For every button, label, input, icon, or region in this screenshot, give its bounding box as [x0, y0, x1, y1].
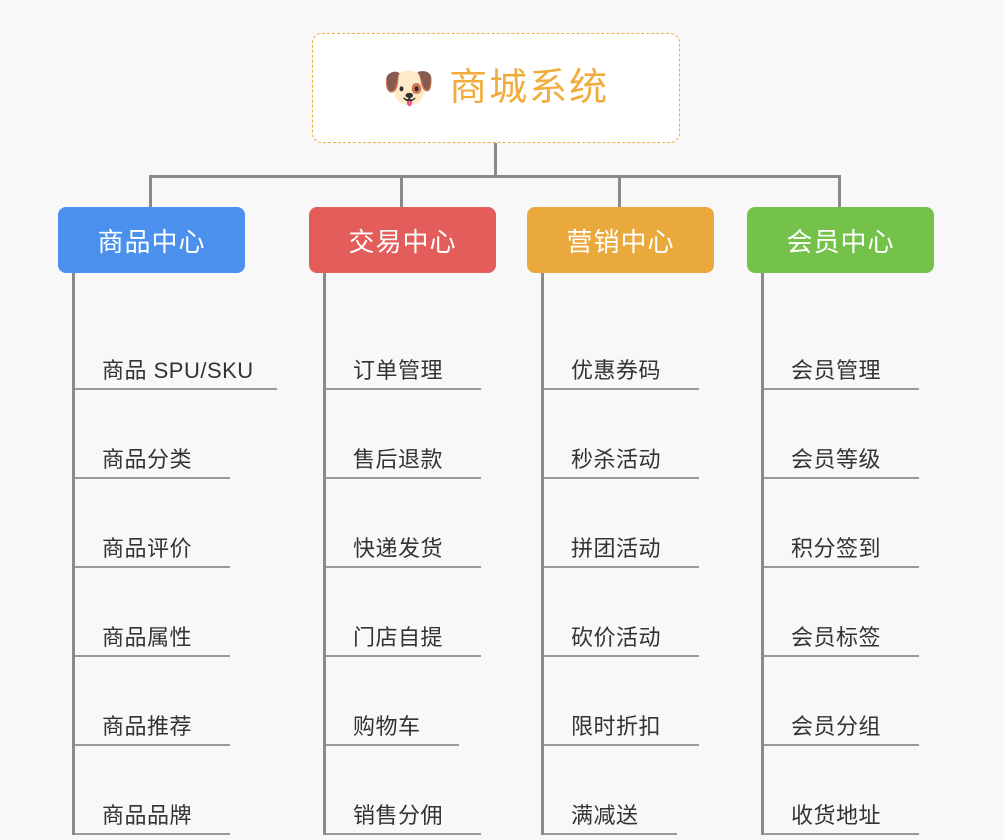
leaf-label: 商品评价	[102, 536, 193, 561]
leaf-label: 砍价活动	[571, 625, 662, 650]
leaf-list-marketing-center: 优惠券码秒杀活动拼团活动砍价活动限时折扣满减送	[541, 273, 827, 835]
leaf-label: 订单管理	[353, 358, 444, 383]
leaf-item[interactable]: 会员标签	[764, 568, 1004, 657]
leaf-label: 积分签到	[791, 536, 882, 561]
category-box-member-center[interactable]: 会员中心	[747, 207, 934, 273]
leaf-label: 商品 SPU/SKU	[102, 358, 254, 383]
category-box-product-center[interactable]: 商品中心	[58, 207, 245, 273]
leaf-label: 会员分组	[791, 714, 882, 739]
leaf-underline	[544, 388, 699, 390]
branch-product-center: 商品中心 商品 SPU/SKU 商品分类商品评价商品属性商品推荐商品品牌	[58, 207, 358, 835]
leaf-underline	[326, 833, 481, 835]
leaf-label: 收货地址	[791, 803, 882, 828]
leaf-underline	[75, 388, 277, 390]
leaf-label: 限时折扣	[571, 714, 662, 739]
root-node[interactable]: 🐶 商城系统	[312, 33, 680, 143]
leaf-item[interactable]: 商品 SPU/SKU	[75, 301, 358, 390]
leaf-item[interactable]: 购物车	[326, 657, 609, 746]
leaf-underline	[75, 744, 230, 746]
leaf-label: 商品品牌	[102, 803, 193, 828]
leaf-item[interactable]: 销售分佣	[326, 746, 609, 835]
shiba-dog-face-icon: 🐶	[382, 64, 436, 111]
leaf-underline	[326, 477, 481, 479]
leaf-underline	[544, 833, 677, 835]
branch-marketing-center: 营销中心 优惠券码秒杀活动拼团活动砍价活动限时折扣满减送	[527, 207, 827, 835]
connector-horizontal-bus	[149, 175, 841, 178]
leaf-item[interactable]: 商品评价	[75, 479, 358, 568]
leaf-underline	[544, 477, 699, 479]
leaf-label: 满减送	[571, 803, 639, 828]
leaf-label: 商品分类	[102, 447, 193, 472]
leaf-underline	[764, 566, 919, 568]
leaf-label: 优惠券码	[571, 358, 662, 383]
leaf-item[interactable]: 积分签到	[764, 479, 1004, 568]
leaf-item[interactable]: 快递发货	[326, 479, 609, 568]
leaf-item[interactable]: 限时折扣	[544, 657, 827, 746]
connector-root-stem	[494, 143, 497, 177]
category-box-marketing-center[interactable]: 营销中心	[527, 207, 714, 273]
category-box-trade-center[interactable]: 交易中心	[309, 207, 496, 273]
leaf-item[interactable]: 门店自提	[326, 568, 609, 657]
connector-drop-trade	[400, 175, 403, 209]
leaf-item[interactable]: 满减送	[544, 746, 827, 835]
leaf-underline	[764, 388, 919, 390]
leaf-list-member-center: 会员管理会员等级积分签到会员标签会员分组收货地址	[761, 273, 1004, 835]
leaf-label: 门店自提	[353, 625, 444, 650]
root-title: 商城系统	[449, 67, 610, 109]
branch-member-center: 会员中心 会员管理会员等级积分签到会员标签会员分组收货地址	[747, 207, 1004, 835]
leaf-underline	[326, 566, 481, 568]
leaf-item[interactable]: 会员分组	[764, 657, 1004, 746]
leaf-underline	[544, 566, 699, 568]
leaf-item[interactable]: 秒杀活动	[544, 390, 827, 479]
leaf-label: 购物车	[353, 714, 421, 739]
leaf-label: 销售分佣	[353, 803, 444, 828]
leaf-item[interactable]: 商品分类	[75, 390, 358, 479]
leaf-underline	[544, 744, 699, 746]
leaf-label: 会员等级	[791, 447, 882, 472]
leaf-underline	[764, 477, 919, 479]
leaf-underline	[75, 566, 230, 568]
branch-trade-center: 交易中心 订单管理售后退款快递发货门店自提购物车销售分佣	[309, 207, 609, 835]
leaf-label: 会员标签	[791, 625, 882, 650]
leaf-item[interactable]: 砍价活动	[544, 568, 827, 657]
leaf-item[interactable]: 拼团活动	[544, 479, 827, 568]
leaf-underline	[75, 477, 230, 479]
leaf-underline	[326, 655, 481, 657]
leaf-underline	[326, 744, 459, 746]
leaf-item[interactable]: 优惠券码	[544, 301, 827, 390]
leaf-label: 商品属性	[102, 625, 193, 650]
leaf-label: 会员管理	[791, 358, 882, 383]
leaf-underline	[544, 655, 699, 657]
leaf-label: 商品推荐	[102, 714, 193, 739]
leaf-underline	[75, 655, 230, 657]
leaf-underline	[764, 655, 919, 657]
connector-drop-member	[838, 175, 841, 209]
leaf-list-product-center: 商品 SPU/SKU 商品分类商品评价商品属性商品推荐商品品牌	[72, 273, 358, 835]
leaf-underline	[75, 833, 230, 835]
leaf-item[interactable]: 商品推荐	[75, 657, 358, 746]
leaf-label: 快递发货	[353, 536, 444, 561]
leaf-item[interactable]: 商品品牌	[75, 746, 358, 835]
leaf-item[interactable]: 会员等级	[764, 390, 1004, 479]
leaf-label: 拼团活动	[571, 536, 662, 561]
leaf-underline	[764, 833, 919, 835]
leaf-item[interactable]: 售后退款	[326, 390, 609, 479]
leaf-list-trade-center: 订单管理售后退款快递发货门店自提购物车销售分佣	[323, 273, 609, 835]
leaf-label: 秒杀活动	[571, 447, 662, 472]
leaf-underline	[764, 744, 919, 746]
connector-drop-marketing	[618, 175, 621, 209]
leaf-item[interactable]: 订单管理	[326, 301, 609, 390]
leaf-underline	[326, 388, 481, 390]
leaf-item[interactable]: 会员管理	[764, 301, 1004, 390]
leaf-item[interactable]: 商品属性	[75, 568, 358, 657]
leaf-label: 售后退款	[353, 447, 444, 472]
leaf-item[interactable]: 收货地址	[764, 746, 1004, 835]
connector-drop-product	[149, 175, 152, 209]
